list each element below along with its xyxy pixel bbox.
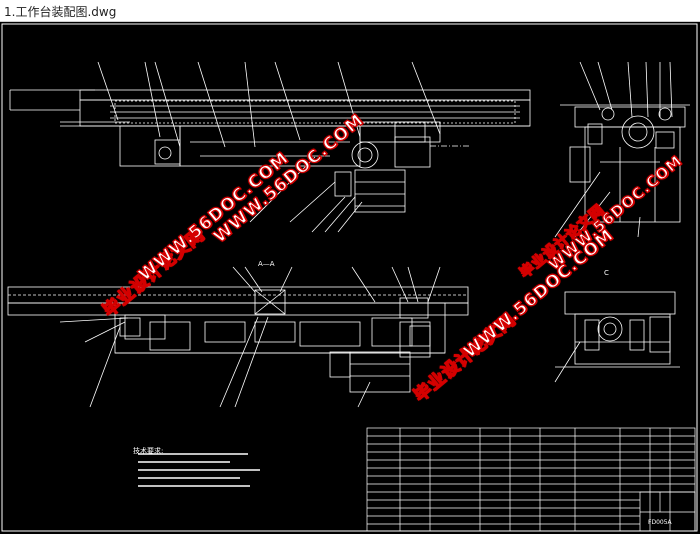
parts-table (366, 427, 696, 532)
drawing-number: FD005A (648, 519, 672, 526)
top-side-view (554, 61, 690, 238)
cad-drawing (1, 23, 698, 532)
window-titlebar: 1.工作台装配图.dwg (0, 0, 700, 22)
view-label: C (604, 269, 609, 277)
c-view (554, 291, 680, 383)
section-label: A—A (258, 260, 275, 268)
section-view (7, 266, 469, 408)
cad-canvas[interactable]: A—A C 技术要求: FD005A 毕业设计论文网 WWW.56DOC.COM… (0, 22, 700, 534)
window-title: 1.工作台装配图.dwg (4, 5, 117, 19)
top-front-view (9, 61, 531, 233)
tech-notes-heading: 技术要求: (133, 447, 164, 455)
tech-notes-lines (138, 453, 260, 487)
